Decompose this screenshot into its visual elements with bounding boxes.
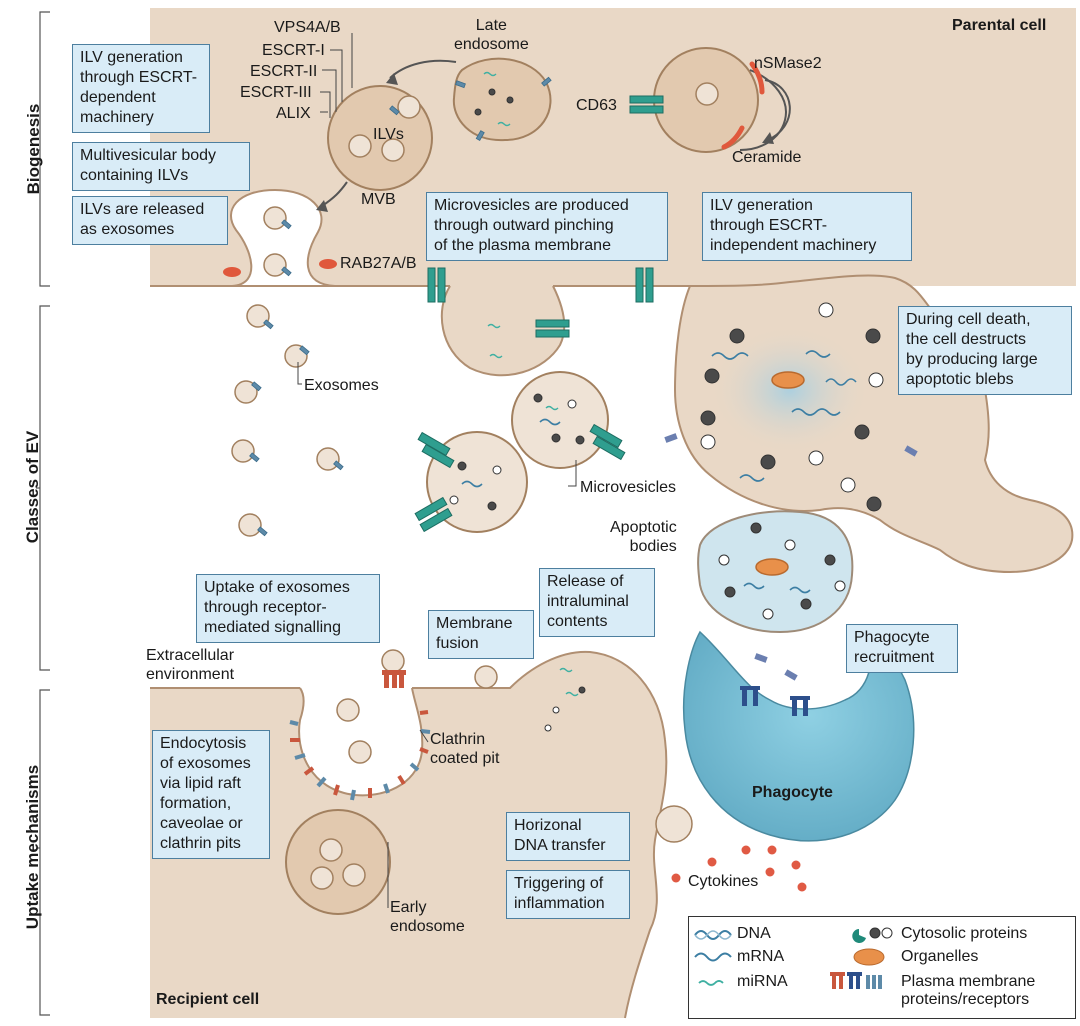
- legend: DNA mRNA miRNA Cytosolic proteins Organe…: [688, 916, 1076, 1019]
- escrt3-label: ESCRT-III: [240, 84, 312, 101]
- callout-ilv-independent: ILV generation through ESCRT- independen…: [702, 192, 912, 261]
- legend-organelles: Organelles: [901, 948, 979, 965]
- parental-cell-label: Parental cell: [952, 17, 1047, 34]
- escrt1-label: ESCRT-I: [262, 42, 325, 59]
- budding-microvesicle: [440, 285, 566, 377]
- callout-uptake-receptor: Uptake of exosomes through receptor- med…: [196, 574, 380, 643]
- callout-phagocyte-recruitment: Phagocyte recruitment: [846, 624, 958, 673]
- dna-icon: [694, 930, 732, 940]
- late-endosome-label: Late endosome: [454, 17, 529, 53]
- legend-icons: [694, 927, 893, 989]
- section-uptake: Uptake mechanisms: [23, 764, 42, 930]
- microvesicle: [426, 431, 528, 533]
- legend-mirna: miRNA: [737, 973, 788, 990]
- organelle: [755, 558, 789, 576]
- mrna-icon: [694, 952, 732, 962]
- clathrin-pit-label: Clathrin coated pit: [430, 731, 500, 767]
- legend-dna: DNA: [737, 925, 771, 942]
- section-brackets: [36, 11, 50, 1016]
- ceramide-label: Ceramide: [732, 149, 802, 166]
- protein-dots: [449, 88, 884, 732]
- microvesicle-markers: [414, 423, 626, 533]
- rab27-label: RAB27A/B: [340, 255, 417, 272]
- callout-membrane-fusion: Membrane fusion: [428, 610, 534, 659]
- cd63-markers: [427, 95, 664, 338]
- organelle-icon: [853, 948, 885, 966]
- organelle: [771, 371, 805, 389]
- cytokines-label: Cytokines: [688, 873, 759, 890]
- legend-cytosolic: Cytosolic proteins: [901, 925, 1028, 942]
- uptake-receptor: [382, 670, 406, 688]
- nsmase2-label: nSMase2: [754, 55, 822, 72]
- early-endosome-label: Early endosome: [390, 899, 465, 935]
- recipient-cell: [150, 651, 667, 1018]
- section-classes: Classes of EV: [23, 430, 42, 544]
- microvesicles-label: Microvesicles: [580, 479, 677, 496]
- vps4-label: VPS4A/B: [274, 19, 341, 36]
- leader-lines: [297, 33, 577, 908]
- extracellular-label: Extracellular environment: [146, 647, 235, 683]
- exosome-receptors: [249, 76, 552, 537]
- alix-label: ALIX: [276, 105, 311, 122]
- callout-cell-death: During cell death, the cell destructs by…: [898, 306, 1072, 395]
- legend-membrane: Plasma membrane proteins/receptors: [901, 973, 1036, 1008]
- callout-ilv-release: ILVs are released as exosomes: [72, 196, 228, 245]
- callout-release-contents: Release of intraluminal contents: [539, 568, 655, 637]
- late-endosome: [452, 57, 552, 142]
- exosomes-label: Exosomes: [304, 377, 379, 394]
- phagocyte-label: Phagocyte: [752, 784, 833, 801]
- clathrin-coat: [289, 710, 431, 801]
- microvesicle: [511, 371, 609, 469]
- callout-inflammation: Triggering of inflammation: [506, 870, 630, 919]
- section-biogenesis: Biogenesis: [24, 103, 43, 195]
- ilvs-label: ILVs: [373, 126, 404, 143]
- mirna-strands: [483, 71, 579, 697]
- cytokine-dots: [671, 845, 807, 892]
- legend-mrna: mRNA: [737, 948, 785, 965]
- early-endosome: [285, 809, 391, 915]
- mirna-icon: [698, 980, 724, 986]
- exosomes: [231, 82, 719, 890]
- callout-mvb-ilvs: Multivesicular body containing ILVs: [72, 142, 250, 191]
- callout-microvesicle-production: Microvesicles are produced through outwa…: [426, 192, 668, 261]
- exosome-release-pit: [230, 188, 336, 287]
- recipient-cell-label: Recipient cell: [156, 991, 260, 1008]
- apoptotic-bodies-label: Apoptotic bodies: [610, 519, 677, 555]
- membrane-receptor-icon: [830, 972, 882, 989]
- cd63-label: CD63: [576, 97, 617, 114]
- phagocyte-receptors: [664, 433, 918, 716]
- callout-horizontal-dna: Horizonal DNA transfer: [506, 812, 630, 861]
- mvb-label: MVB: [361, 191, 396, 208]
- rna-strands: [461, 350, 857, 594]
- callout-endocytosis: Endocytosis of exosomes via lipid raft f…: [152, 730, 270, 859]
- escrt2-label: ESCRT-II: [250, 63, 318, 80]
- callout-ilv-escrt: ILV generation through ESCRT- dependent …: [72, 44, 210, 133]
- cytosolic-protein-icon: [852, 929, 866, 943]
